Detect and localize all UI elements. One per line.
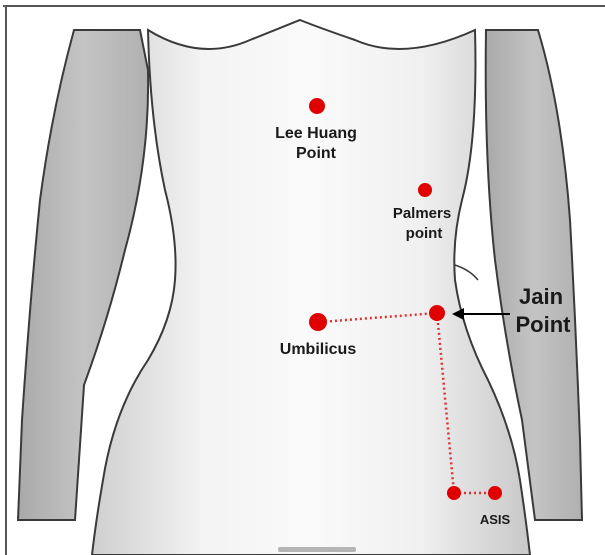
umbilicus-dot (309, 313, 327, 331)
asis-label: ASIS (480, 512, 511, 527)
jain-label-line2: Point (516, 312, 572, 337)
jain-label-line1: Jain (519, 284, 563, 309)
torso (92, 20, 530, 555)
palmers-point-dot (418, 183, 432, 197)
lee-huang-label-line1: Lee Huang (275, 125, 357, 142)
right-waist-crease (455, 265, 478, 280)
palmers-label-line2: point (406, 225, 443, 242)
lee-huang-point-dot (309, 98, 325, 114)
lee-huang-label-line2: Point (296, 145, 337, 162)
umbilicus-label: Umbilicus (280, 341, 357, 358)
palmers-label-line1: Palmers (393, 205, 451, 222)
asis-dot (488, 486, 502, 500)
scroll-indicator (278, 547, 356, 552)
vertical-end-dot (447, 486, 461, 500)
jain-point-dot (429, 305, 445, 321)
